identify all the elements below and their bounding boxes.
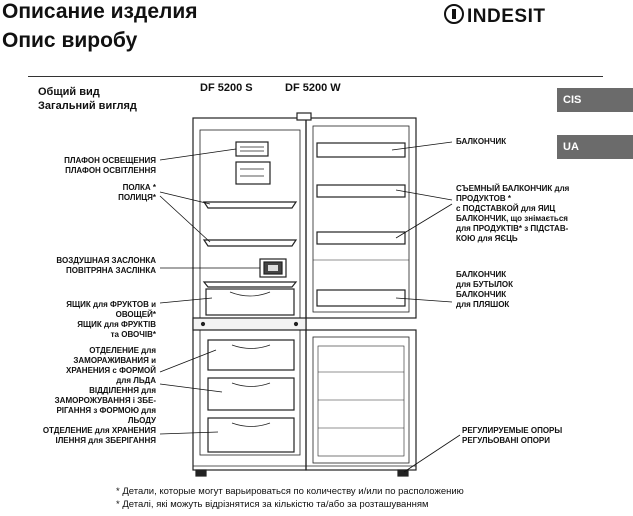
- shelf-3: [202, 281, 298, 288]
- label-freeze-line6: ЗАМОРОЖУВАННЯ і ЗБЕ-: [54, 396, 156, 405]
- label-feet-ua: РЕГУЛЬОВАНІ ОПОРИ: [462, 436, 551, 445]
- label-bottle-line2: для БУТЫЛОК: [456, 280, 514, 289]
- shelf-1: [202, 201, 298, 209]
- label-bottle-balcony: БАЛКОНЧИК для БУТЫЛОК БАЛКОНЧИК для ПЛЯШ…: [456, 270, 513, 310]
- door-balcony-3: [316, 231, 406, 245]
- shelf-2: [202, 239, 298, 247]
- label-crisper-line4: та ОВОЧІВ*: [110, 330, 156, 339]
- view-title-ru: Общий вид: [38, 86, 100, 98]
- label-crisper-line3: ЯЩИК для ФРУКТІВ: [77, 320, 156, 329]
- adjustable-foot-right: [397, 469, 409, 477]
- label-shelf: ПОЛКА * ПОЛИЦЯ*: [40, 183, 156, 203]
- label-freeze-line8: ЛЬОДУ: [127, 416, 156, 425]
- label-crisper-line2: ОВОЩЕЙ*: [115, 310, 156, 319]
- adjustable-foot-left: [195, 469, 207, 477]
- label-removable-line5: для ПРОДУКТІВ* з ПІДСТАВ-: [456, 224, 569, 233]
- door-balcony-1: [316, 142, 406, 158]
- label-removable-line6: КОЮ для ЯЄЦЬ: [456, 234, 518, 243]
- label-storage-ru: ОТДЕЛЕНИЕ для ХРАНЕНИЯ: [42, 426, 156, 435]
- label-removable-line3: с ПОДСТАВКОЙ для ЯИЦ: [456, 204, 556, 213]
- label-removable-balcony: СЪЕМНЫЙ БАЛКОНЧИК для ПРОДУКТОВ * с ПОДС…: [456, 184, 569, 244]
- page-title-ru: Описание изделия: [2, 0, 198, 23]
- brand-logo: INDESIT: [444, 4, 545, 28]
- bottle-balcony: [316, 289, 406, 307]
- header-divider: [28, 76, 603, 77]
- light-fixture: [235, 141, 269, 157]
- fridge-door: [305, 117, 417, 319]
- label-light-ua: ПЛАФОН ОСВІТЛЕННЯ: [65, 166, 156, 175]
- footnote-ua: * Деталі, які можуть відрізнятися за кіл…: [116, 499, 429, 510]
- label-storage: ОТДЕЛЕНИЕ для ХРАНЕНИЯ ІЛЕННЯ для ЗБЕРІГ…: [30, 426, 156, 446]
- label-crisper-line1: ЯЩИК для ФРУКТОВ и: [66, 300, 156, 309]
- label-bottle-line1: БАЛКОНЧИК: [456, 270, 507, 279]
- label-shelf-ua: ПОЛИЦЯ*: [118, 193, 156, 202]
- label-bottle-line3: БАЛКОНЧИК: [456, 290, 507, 299]
- freezer-drawer-3: [207, 417, 295, 453]
- label-freeze-line3: ХРАНЕНИЯ с ФОРМОЙ: [66, 366, 156, 375]
- label-feet: РЕГУЛИРУЕМЫЕ ОПОРЫ РЕГУЛЬОВАНІ ОПОРИ: [462, 426, 562, 446]
- label-shelf-ru: ПОЛКА *: [122, 183, 156, 192]
- label-freeze-line4: для ЛЬДА: [116, 376, 156, 385]
- label-balcony: БАЛКОНЧИК: [456, 137, 506, 147]
- freezer-drawer-2: [207, 377, 295, 411]
- view-title-ua: Загальний вигляд: [38, 100, 137, 112]
- label-storage-ua: ІЛЕННЯ для ЗБЕРІГАННЯ: [55, 436, 156, 445]
- label-freeze-line2: ЗАМОРАЖИВАНИЯ и: [73, 356, 156, 365]
- freezer-door: [305, 329, 417, 471]
- label-removable-line4: БАЛКОНЧИК, що знімається: [456, 214, 568, 223]
- label-freeze-line1: ОТДЕЛЕНИЕ для: [89, 346, 156, 355]
- label-crisper: ЯЩИК для ФРУКТОВ и ОВОЩЕЙ* ЯЩИК для ФРУК…: [40, 300, 156, 340]
- model-s: DF 5200 S: [200, 82, 253, 94]
- label-light-ru: ПЛАФОН ОСВЕЩЕНИЯ: [64, 156, 156, 165]
- label-damper-ua: ПОВІТРЯНА ЗАСЛІНКА: [66, 266, 156, 275]
- model-w: DF 5200 W: [285, 82, 341, 94]
- label-freeze: ОТДЕЛЕНИЕ для ЗАМОРАЖИВАНИЯ и ХРАНЕНИЯ с…: [40, 346, 156, 426]
- label-removable-line1: СЪЕМНЫЙ БАЛКОНЧИК для: [456, 184, 570, 193]
- label-light: ПЛАФОН ОСВЕЩЕНИЯ ПЛАФОН ОСВІТЛЕННЯ: [40, 156, 156, 176]
- tab-ua[interactable]: UA: [557, 135, 633, 159]
- label-feet-ru: РЕГУЛИРУЕМЫЕ ОПОРЫ: [462, 426, 563, 435]
- crisper-drawer: [205, 288, 295, 316]
- label-freeze-line5: ВІДДІЛЕННЯ для: [89, 386, 156, 395]
- brand-name: INDESIT: [467, 6, 546, 27]
- label-damper: ВОЗДУШНАЯ ЗАСЛОНКА ПОВІТРЯНА ЗАСЛІНКА: [40, 256, 156, 276]
- label-bottle-line4: для ПЛЯШОК: [456, 300, 510, 309]
- tab-cis[interactable]: CIS: [557, 88, 633, 112]
- label-damper-ru: ВОЗДУШНАЯ ЗАСЛОНКА: [56, 256, 156, 265]
- label-removable-line2: ПРОДУКТОВ *: [456, 194, 511, 203]
- freezer-drawer-1: [207, 339, 295, 371]
- label-balcony-text: БАЛКОНЧИК: [456, 137, 507, 146]
- door-balcony-2: [316, 184, 406, 198]
- indesit-logo-icon: [444, 4, 464, 24]
- label-freeze-line7: РІГАННЯ з ФОРМОЮ для: [56, 406, 156, 415]
- compartment-divider: [192, 317, 307, 331]
- footnote-ru: * Детали, которые могут варьироваться по…: [116, 486, 464, 497]
- page-title-ua: Опис виробу: [2, 29, 138, 52]
